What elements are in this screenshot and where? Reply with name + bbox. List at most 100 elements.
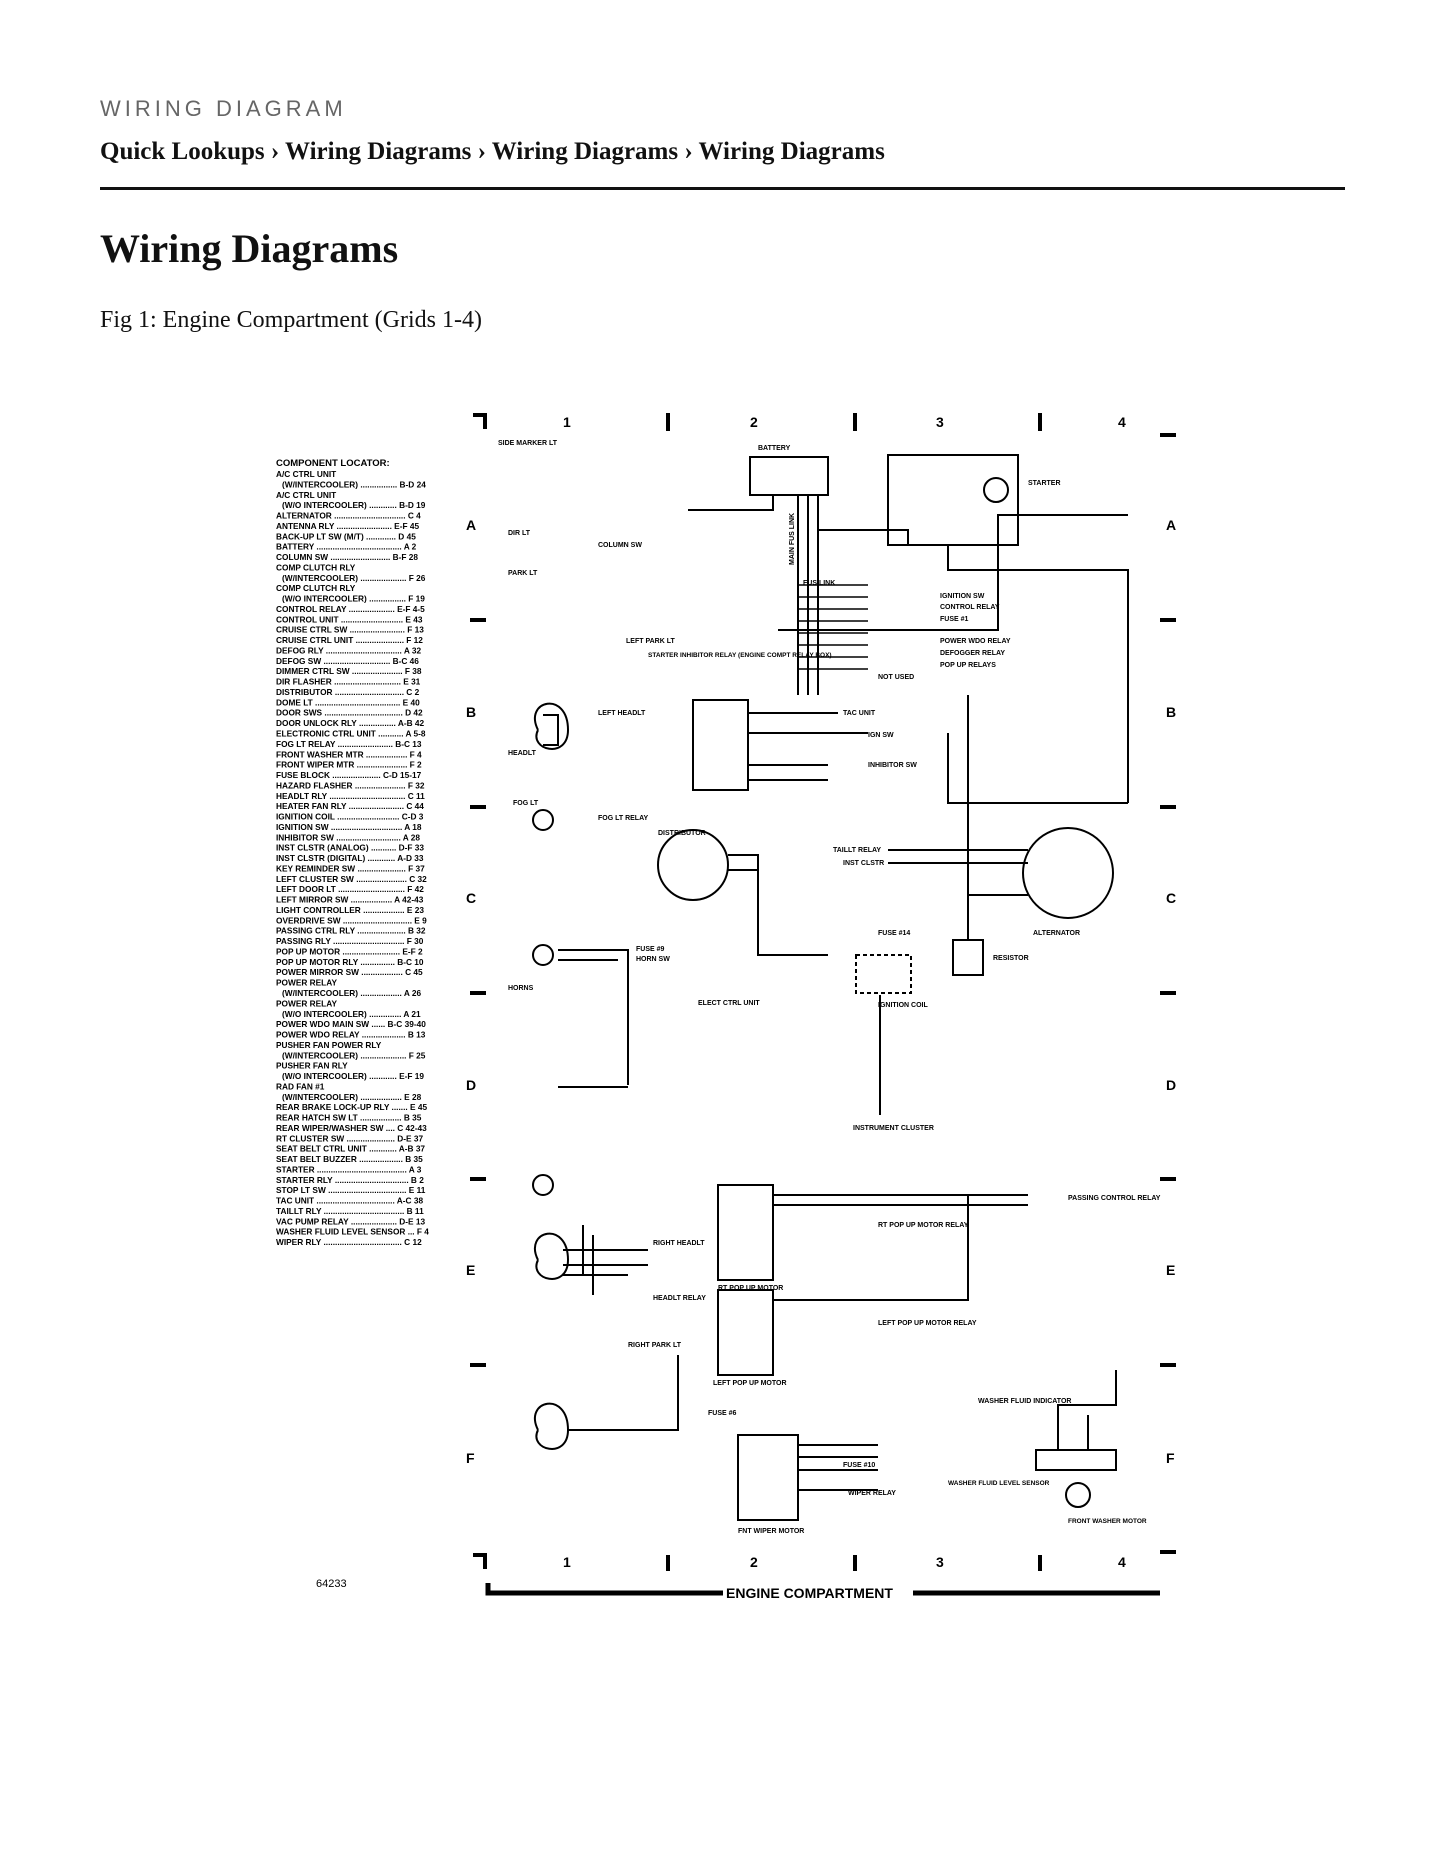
label-pop-up-relays: POP UP RELAYS — [940, 662, 996, 669]
locator-entry: WASHER FLUID LEVEL SENSOR ... F 4 — [276, 1227, 429, 1237]
locator-entry: POWER WDO RELAY ................... B 13 — [276, 1030, 426, 1040]
label-rt-pop-up-motor: RT POP UP MOTOR — [718, 1285, 783, 1292]
locator-entry: REAR HATCH SW LT .................. B 35 — [276, 1113, 422, 1123]
grid-col-label: 4 — [1118, 414, 1126, 430]
locator-entry: COMP CLUTCH RLY — [276, 562, 356, 572]
label-fog-lt-relay: FOG LT RELAY — [598, 815, 649, 822]
label-fuse-10: FUSE #10 — [843, 1462, 875, 1469]
locator-entry: KEY REMINDER SW ..................... F … — [276, 863, 425, 873]
locator-entry: LEFT MIRROR SW .................. A 42-4… — [276, 895, 424, 905]
locator-entry: SEAT BELT CTRL UNIT ............ A-B 37 — [276, 1144, 425, 1154]
locator-entry: INST CLSTR (DIGITAL) ............ A-D 33 — [276, 853, 424, 863]
locator-entry: IGNITION COIL ..........................… — [276, 812, 424, 822]
label-starter-inhibitor: STARTER INHIBITOR RELAY (ENGINE COMPT RE… — [648, 652, 832, 659]
locator-entry: PASSING CTRL RLY ..................... B… — [276, 926, 426, 936]
label-right-park-lt: RIGHT PARK LT — [628, 1342, 682, 1349]
locator-entry: DIMMER CTRL SW ...................... F … — [276, 666, 422, 676]
locator-entry: STARTER ................................… — [276, 1164, 422, 1174]
locator-entry: DOOR SWS ...............................… — [276, 708, 423, 718]
label-washer-fluid-level-sensor: WASHER FLUID LEVEL SENSOR — [948, 1480, 1050, 1487]
label-horns: HORNS — [508, 985, 534, 992]
label-left-headlt: LEFT HEADLT — [598, 710, 646, 717]
label-wiper-relay: WIPER RELAY — [848, 1490, 896, 1497]
locator-entry: POWER RELAY — [276, 998, 337, 1008]
locator-entry: FRONT WASHER MTR .................. F 4 — [276, 749, 422, 759]
locator-entry: CRUISE CTRL UNIT ..................... F… — [276, 635, 423, 645]
locator-entry: CONTROL RELAY .................... E-F 4… — [276, 604, 425, 614]
label-park-lt: PARK LT — [508, 570, 538, 577]
grid-col-label: 2 — [750, 414, 758, 430]
label-fuse-1: FUSE #1 — [940, 616, 969, 623]
locator-entry: A/C CTRL UNIT — [276, 469, 336, 479]
locator-entry: LEFT DOOR LT ...........................… — [276, 884, 424, 894]
grid-col-label: 4 — [1118, 1554, 1126, 1570]
label-inst-clstr: INST CLSTR — [843, 860, 884, 867]
label-fog-lt: FOG LT — [513, 800, 539, 807]
locator-entry: DOME LT ................................… — [276, 697, 420, 707]
grid-row-label: E — [466, 1262, 475, 1278]
locator-entry: DEFOG SW ............................. B… — [276, 656, 419, 666]
label-headlt-relay: HEADLT RELAY — [653, 1295, 706, 1302]
label-fuse-9: FUSE #9 — [636, 946, 665, 953]
grid-row-label: B — [466, 704, 476, 720]
locator-entry: PUSHER FAN RLY — [276, 1061, 348, 1071]
grid-row-label: D — [1166, 1077, 1176, 1093]
locator-entry: ELECTRONIC CTRL UNIT ........... A 5-8 — [276, 729, 426, 739]
figure-caption: Fig 1: Engine Compartment (Grids 1-4) — [100, 307, 482, 333]
locator-entry: LIGHT CONTROLLER .................. E 23 — [276, 905, 424, 915]
label-passing-control-relay: PASSING CONTROL RELAY — [1068, 1195, 1161, 1202]
figure-number: 64233 — [316, 1578, 347, 1590]
locator-entry: (W/O INTERCOOLER) .............. A 21 — [282, 1009, 421, 1019]
locator-entry: PASSING RLY ............................… — [276, 936, 424, 946]
label-rt-pop-up-motor-relay: RT POP UP MOTOR RELAY — [878, 1222, 969, 1229]
label-distributor: DISTRIBUTOR — [658, 830, 706, 837]
locator-entry: REAR BRAKE LOCK-UP RLY ....... E 45 — [276, 1102, 427, 1112]
label-main-fus-link: MAIN FUS LINK — [789, 513, 796, 565]
grid-col-label: 3 — [936, 414, 944, 430]
grid-row-label: C — [466, 890, 476, 906]
locator-entry: PUSHER FAN POWER RLY — [276, 1040, 382, 1050]
locator-entry: IGNITION SW ............................… — [276, 822, 422, 832]
grid-row-label: D — [466, 1077, 476, 1093]
locator-entry: DISTRIBUTOR ............................… — [276, 687, 420, 697]
locator-entry: POWER MIRROR SW .................. C 45 — [276, 967, 423, 977]
locator-entry: DOOR UNLOCK RLY ................ A-B 42 — [276, 718, 425, 728]
grid-col-label: 1 — [563, 1554, 571, 1570]
locator-entry: VAC PUMP RELAY .................... D-E … — [276, 1216, 425, 1226]
locator-entry: LEFT CLUSTER SW ...................... C… — [276, 874, 427, 884]
label-left-pop-up-motor: LEFT POP UP MOTOR — [713, 1380, 787, 1387]
label-ignition-coil: IGNITION COIL — [878, 1002, 929, 1009]
label-column-sw: COLUMN SW — [598, 542, 642, 549]
label-inhibitor-sw: INHIBITOR SW — [868, 762, 917, 769]
grid-row-label: A — [1166, 517, 1176, 533]
locator-entry: (W/INTERCOOLER) .................. E 28 — [282, 1092, 422, 1102]
breadcrumb[interactable]: Quick Lookups › Wiring Diagrams › Wiring… — [100, 138, 885, 165]
locator-entry: (W/INTERCOOLER) .................. A 26 — [282, 988, 421, 998]
grid-row-label: C — [1166, 890, 1176, 906]
grid-row-label: E — [1166, 1262, 1175, 1278]
label-ign-sw: IGN SW — [868, 732, 894, 739]
locator-entry: (W/O INTERCOOLER) ............ B-D 19 — [282, 500, 426, 510]
locator-entry: COMP CLUTCH RLY — [276, 583, 356, 593]
locator-entry: CONTROL UNIT ...........................… — [276, 614, 423, 624]
locator-entry: POWER RELAY — [276, 978, 337, 988]
label-headlt: HEADLT — [508, 750, 537, 757]
locator-entry: FRONT WIPER MTR ...................... F… — [276, 760, 422, 770]
label-starter: STARTER — [1028, 480, 1061, 487]
label-instrument-cluster: INSTRUMENT CLUSTER — [853, 1125, 934, 1132]
label-dir-lt: DIR LT — [508, 530, 531, 537]
doc-eyebrow: WIRING DIAGRAM — [100, 96, 347, 121]
locator-entry: CRUISE CTRL SW ........................ … — [276, 625, 424, 635]
label-elect-ctrl-unit: ELECT CTRL UNIT — [698, 1000, 760, 1007]
label-horn-sw: HORN SW — [636, 956, 670, 963]
locator-entry: (W/INTERCOOLER) .................... F 2… — [282, 1050, 426, 1060]
label-tac-unit: TAC UNIT — [843, 710, 876, 717]
locator-entry: (W/O INTERCOOLER) ................ F 19 — [282, 594, 425, 604]
label-left-pop-up-motor-relay: LEFT POP UP MOTOR RELAY — [878, 1320, 977, 1327]
header-divider — [100, 187, 1345, 190]
locator-entry: ALTERNATOR .............................… — [276, 511, 421, 521]
locator-entry: ANTENNA RLY ........................ E-F… — [276, 521, 419, 531]
locator-entry: DEFOG RLY ..............................… — [276, 645, 421, 655]
label-battery: BATTERY — [758, 445, 791, 452]
locator-entry: TAC UNIT ...............................… — [276, 1196, 423, 1206]
